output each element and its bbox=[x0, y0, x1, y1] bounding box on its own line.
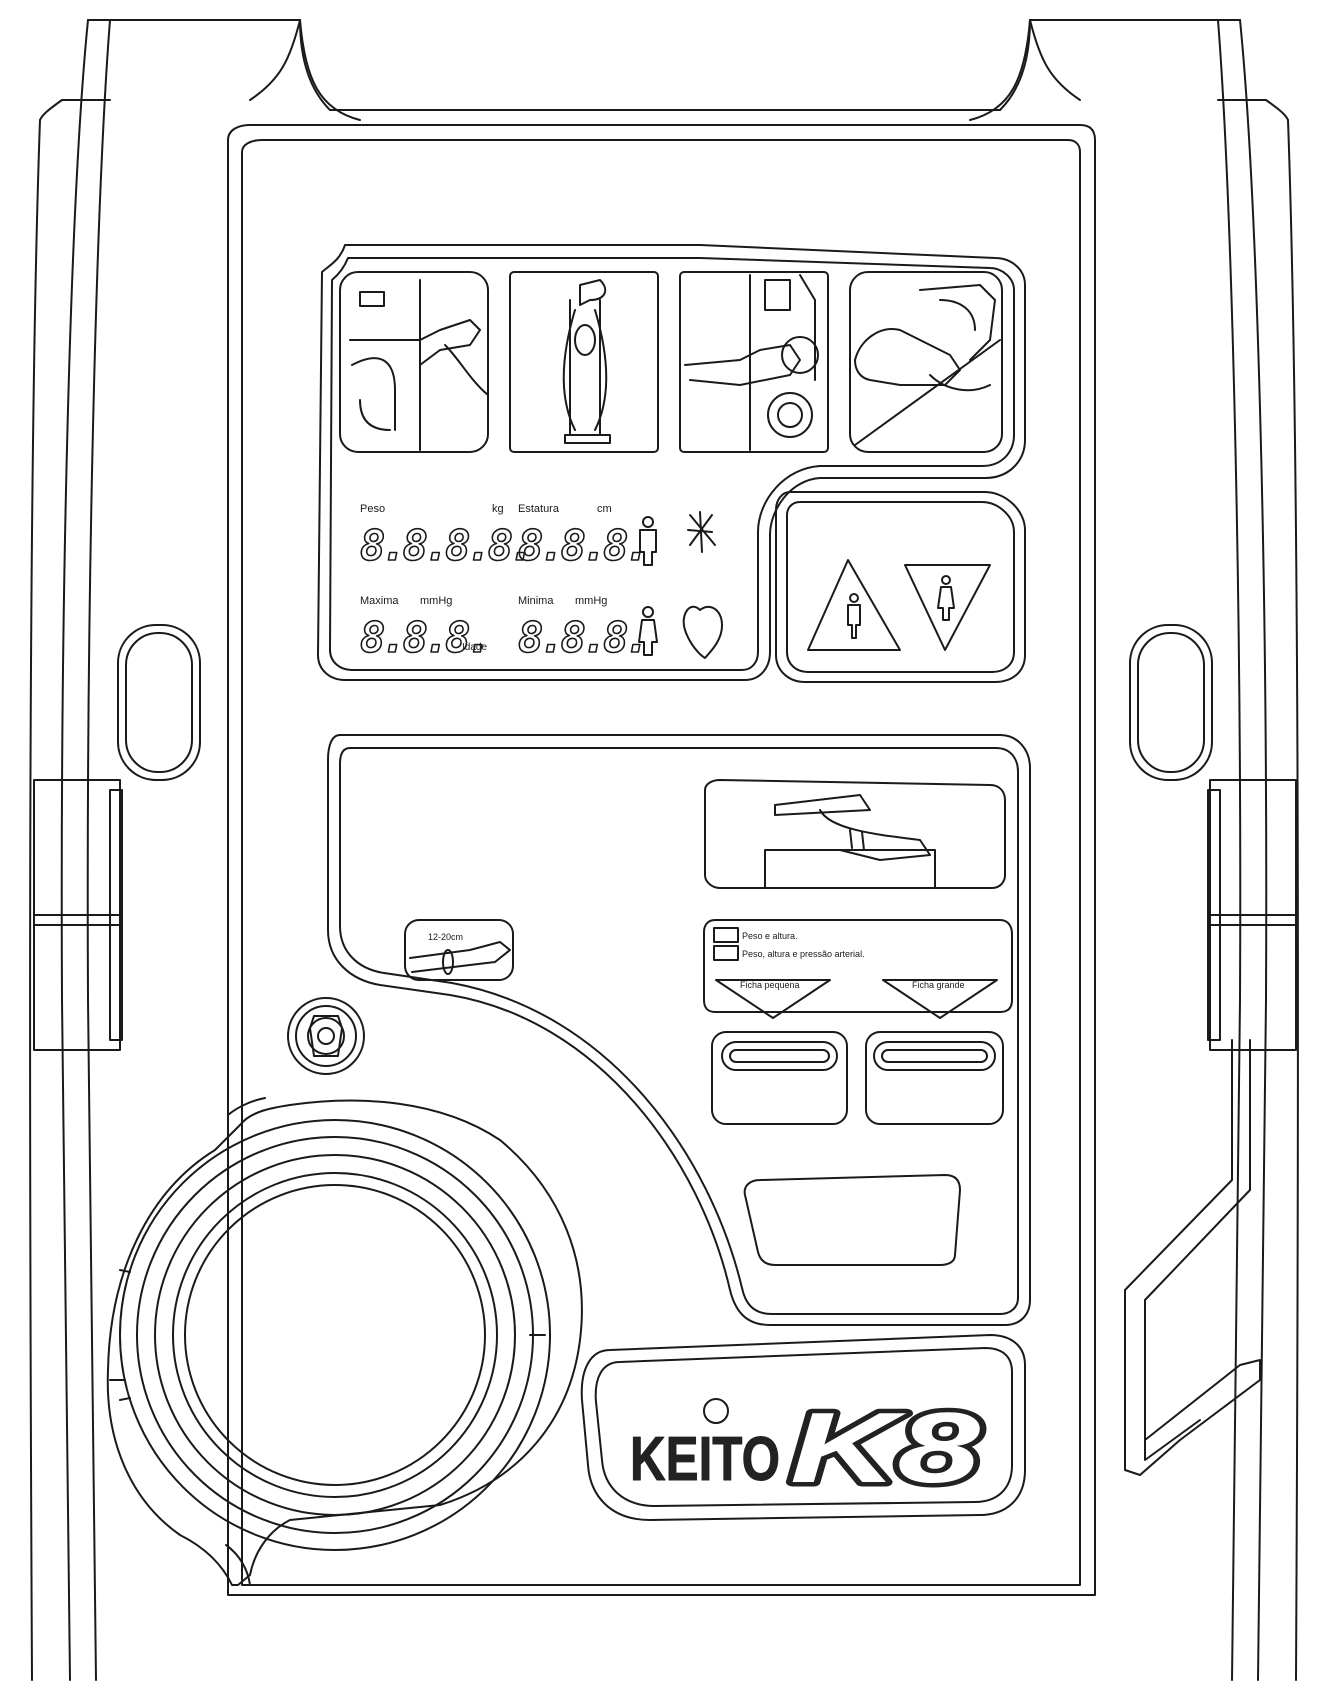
peso-label: Peso bbox=[360, 503, 385, 515]
ficha-pequena-label: Ficha pequena bbox=[740, 980, 800, 990]
right-bracket bbox=[1124, 1039, 1261, 1476]
lower-panel bbox=[327, 734, 1031, 1326]
ficha-pequena-button[interactable]: Ficha pequena bbox=[715, 979, 831, 1019]
cuff-well bbox=[106, 1097, 583, 1586]
gender-panel bbox=[775, 491, 1026, 683]
coin-return-slot[interactable] bbox=[743, 1174, 961, 1266]
peso-readout: 8.8.8.8. bbox=[360, 521, 530, 570]
male-select-button[interactable] bbox=[807, 559, 901, 651]
female-indicator-icon bbox=[638, 606, 658, 656]
left-handle[interactable] bbox=[117, 624, 201, 781]
brand-logo-text: KEITO bbox=[630, 1425, 780, 1494]
ficha-option-2: Peso, altura e pressão arterial. bbox=[742, 949, 865, 959]
card-insert-panel bbox=[704, 779, 1006, 889]
estatura-unit: cm bbox=[597, 503, 612, 515]
arm-size-panel: 12-20cm bbox=[404, 919, 514, 981]
maxima-label: Maxima bbox=[360, 595, 399, 607]
arm-size-label: 12-20cm bbox=[428, 932, 463, 942]
minima-unit: mmHg bbox=[575, 595, 607, 607]
left-hinge bbox=[33, 779, 123, 1051]
face-panel bbox=[227, 124, 1096, 1596]
cuff-connector-icon[interactable] bbox=[287, 997, 365, 1075]
idade-label: Idade bbox=[462, 642, 487, 653]
female-select-button[interactable] bbox=[904, 564, 991, 651]
ficha-selection-panel: Peso e altura. Peso, altura e pressão ar… bbox=[703, 919, 1013, 1013]
step-2-frame bbox=[509, 271, 659, 453]
ficha-grande-label: Ficha grande bbox=[912, 980, 965, 990]
peso-unit: kg bbox=[492, 503, 504, 515]
ticket-slot-large[interactable] bbox=[865, 1031, 1004, 1125]
ticket-slot-small[interactable] bbox=[711, 1031, 848, 1125]
maxima-unit: mmHg bbox=[420, 595, 452, 607]
readouts: Peso kg Estatura cm 8.8.8.8. 8.8.8. Maxi… bbox=[359, 503, 650, 663]
logo-plate bbox=[580, 1334, 1026, 1521]
display-panel bbox=[317, 244, 1026, 681]
step-4-frame bbox=[849, 271, 1003, 453]
right-handle[interactable] bbox=[1129, 624, 1213, 781]
ficha-grande-button[interactable]: Ficha grande bbox=[882, 979, 998, 1019]
step-1-frame bbox=[339, 271, 489, 453]
minima-label: Minima bbox=[518, 595, 554, 607]
ficha-option-1: Peso e altura. bbox=[742, 931, 798, 941]
minima-readout: 8.8.8. bbox=[518, 613, 646, 662]
outer-housing bbox=[29, 19, 1299, 1681]
estatura-readout: 8.8.8. bbox=[518, 521, 646, 570]
estatura-label: Estatura bbox=[518, 503, 560, 515]
male-indicator-icon bbox=[639, 516, 657, 566]
model-logo-text: K8 bbox=[790, 1392, 981, 1504]
error-sparkle-icon bbox=[687, 511, 716, 553]
right-hinge bbox=[1207, 779, 1297, 1051]
heart-indicator-icon bbox=[682, 605, 723, 659]
step-3-frame bbox=[679, 271, 829, 453]
maxima-readout: 8.8.8. bbox=[360, 613, 488, 662]
